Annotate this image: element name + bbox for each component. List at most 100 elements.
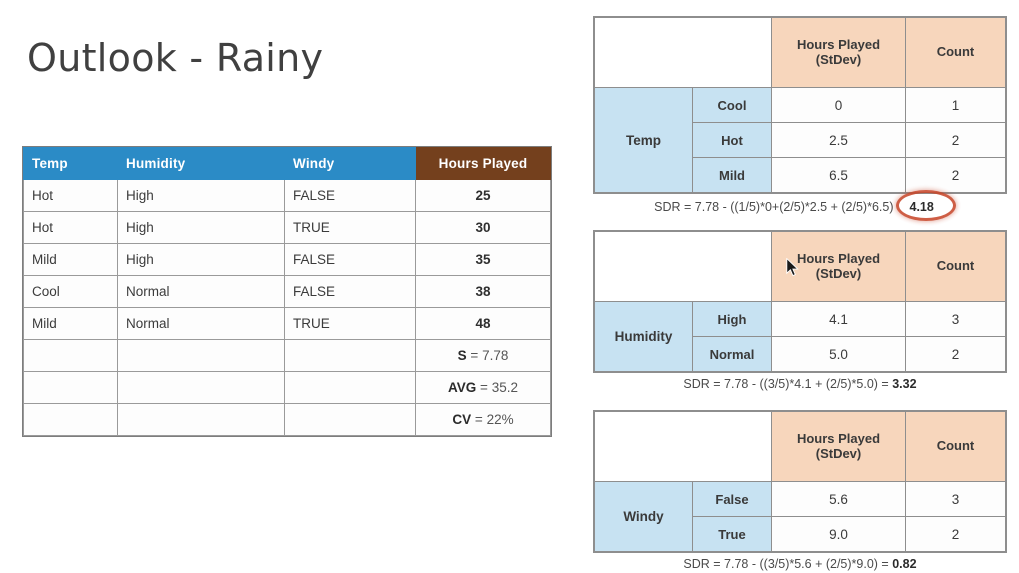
cell-hours-played: 48	[415, 307, 551, 340]
count-value: 2	[905, 157, 1006, 193]
table-row-stat-stdev: S = 7.78	[23, 339, 551, 372]
sdr-result: 3.32	[892, 377, 917, 391]
cell-empty	[23, 339, 118, 372]
cell-temp: Hot	[23, 179, 118, 212]
stat-avg-eq: =	[480, 380, 488, 395]
sdr-line-windy: SDR = 7.78 - ((3/5)*5.6 + (2/5)*9.0) = 0…	[594, 557, 1006, 571]
cell-hours-played: 30	[415, 211, 551, 244]
count-value: 3	[905, 481, 1006, 517]
stdev-value: 0	[771, 87, 906, 123]
table-row-stat-cv: CV = 22%	[23, 403, 551, 436]
summary-header-row: Hours Played (StDev) Count	[594, 17, 1006, 88]
column-header-count: Count	[905, 231, 1006, 302]
summary-row: Windy False 5.6 3	[594, 481, 1006, 552]
stat-stdev-label: S	[457, 348, 467, 363]
level-label: Mild	[692, 157, 772, 193]
count-value: 1	[905, 87, 1006, 123]
summary-header-row: Hours Played (StDev) Count	[594, 411, 1006, 482]
cell-humidity: High	[117, 179, 285, 212]
stat-avg: AVG = 35.2	[415, 371, 551, 404]
summary-table-temp: Hours Played (StDev) Count Temp Cool 0 1…	[594, 17, 1006, 193]
summary-block-temp: Hours Played (StDev) Count Temp Cool 0 1…	[594, 17, 1006, 221]
column-header-hours-played-stdev: Hours Played (StDev)	[771, 411, 906, 482]
level-label: Normal	[692, 336, 772, 372]
cell-hours-played: 35	[415, 243, 551, 276]
stat-stdev-eq: =	[470, 348, 479, 363]
level-label: True	[692, 516, 772, 552]
summary-row: Hot 2.5 2	[595, 122, 1006, 158]
column-header-temp[interactable]: Temp	[23, 147, 118, 180]
cell-windy: FALSE	[284, 243, 416, 276]
stat-cv: CV = 22%	[415, 403, 551, 436]
blank-header-cell	[594, 411, 772, 482]
count-value: 2	[905, 516, 1006, 552]
cell-temp: Mild	[23, 307, 118, 340]
cell-hours-played: 38	[415, 275, 551, 308]
cell-windy: TRUE	[284, 211, 416, 244]
hours-played-label: Hours Played	[796, 250, 881, 266]
cell-humidity: High	[117, 243, 285, 276]
summary-row: Mild 6.5 2	[595, 157, 1006, 193]
cell-windy: TRUE	[284, 307, 416, 340]
table-row: Mild Normal TRUE 48	[23, 307, 551, 340]
sdr-formula: SDR = 7.78 - ((1/5)*0+(2/5)*2.5 + (2/5)*…	[654, 200, 894, 214]
stat-cv-label: CV	[452, 412, 472, 427]
sdr-line-humidity: SDR = 7.78 - ((3/5)*4.1 + (2/5)*5.0) = 3…	[594, 377, 1006, 391]
cell-empty	[23, 403, 118, 436]
hours-played-label: Hours Played	[796, 36, 881, 52]
sdr-result-highlighted: 4.18	[895, 190, 956, 221]
summary-row: Humidity High 4.1 3	[594, 301, 1006, 372]
group-label-temp: Temp	[594, 87, 693, 193]
stat-stdev-value: 7.78	[482, 348, 509, 363]
cell-windy: FALSE	[284, 275, 416, 308]
count-value: 2	[905, 122, 1006, 158]
stat-stdev: S = 7.78	[415, 339, 551, 372]
page-title: Outlook - Rainy	[27, 36, 324, 80]
sdr-formula: SDR = 7.78 - ((3/5)*4.1 + (2/5)*5.0) =	[683, 377, 889, 391]
dataset-table: Temp Humidity Windy Hours Played Hot Hig…	[23, 147, 551, 436]
column-header-count: Count	[905, 17, 1006, 88]
column-header-hours-played[interactable]: Hours Played	[415, 147, 551, 180]
cell-empty	[117, 403, 285, 436]
stdev-value: 4.1	[771, 301, 906, 337]
column-header-windy[interactable]: Windy	[284, 147, 416, 180]
stat-cv-value: 22%	[486, 412, 514, 427]
summary-row: Normal 5.0 2	[595, 336, 1006, 372]
stdev-value: 5.0	[771, 336, 906, 372]
cell-temp: Cool	[23, 275, 118, 308]
cell-empty	[117, 371, 285, 404]
count-value: 3	[905, 301, 1006, 337]
level-label: High	[692, 301, 772, 337]
blank-header-cell	[594, 17, 772, 88]
sdr-result: 0.82	[892, 557, 917, 571]
stdev-label: (StDev)	[815, 445, 862, 461]
sdr-line-temp: SDR = 7.78 - ((1/5)*0+(2/5)*2.5 + (2/5)*…	[594, 190, 1006, 221]
column-header-humidity[interactable]: Humidity	[117, 147, 285, 180]
blank-header-cell	[594, 231, 772, 302]
stdev-value: 6.5	[771, 157, 906, 193]
table-row: Mild High FALSE 35	[23, 243, 551, 276]
cell-humidity: High	[117, 211, 285, 244]
cell-empty	[117, 339, 285, 372]
stdev-value: 2.5	[771, 122, 906, 158]
column-header-hours-played-stdev: Hours Played (StDev)	[771, 17, 906, 88]
cell-humidity: Normal	[117, 307, 285, 340]
cell-windy: FALSE	[284, 179, 416, 212]
summary-table-humidity: Hours Played (StDev) Count Humidity High…	[594, 231, 1006, 372]
summary-header-row: Hours Played (StDev) Count	[594, 231, 1006, 302]
cell-empty	[284, 371, 416, 404]
level-label: False	[692, 481, 772, 517]
summary-table-windy: Hours Played (StDev) Count Windy False 5…	[594, 411, 1006, 552]
cell-empty	[23, 371, 118, 404]
summary-block-humidity: Hours Played (StDev) Count Humidity High…	[594, 231, 1006, 391]
stdev-value: 5.6	[771, 481, 906, 517]
cell-temp: Hot	[23, 211, 118, 244]
summary-row: Temp Cool 0 1	[594, 87, 1006, 193]
column-header-hours-played-stdev: Hours Played (StDev)	[771, 231, 906, 302]
group-label-humidity: Humidity	[594, 301, 693, 372]
stat-avg-value: 35.2	[491, 380, 518, 395]
stdev-label: (StDev)	[815, 51, 862, 67]
table-row: Hot High TRUE 30	[23, 211, 551, 244]
cell-temp: Mild	[23, 243, 118, 276]
stat-avg-label: AVG	[448, 380, 477, 395]
